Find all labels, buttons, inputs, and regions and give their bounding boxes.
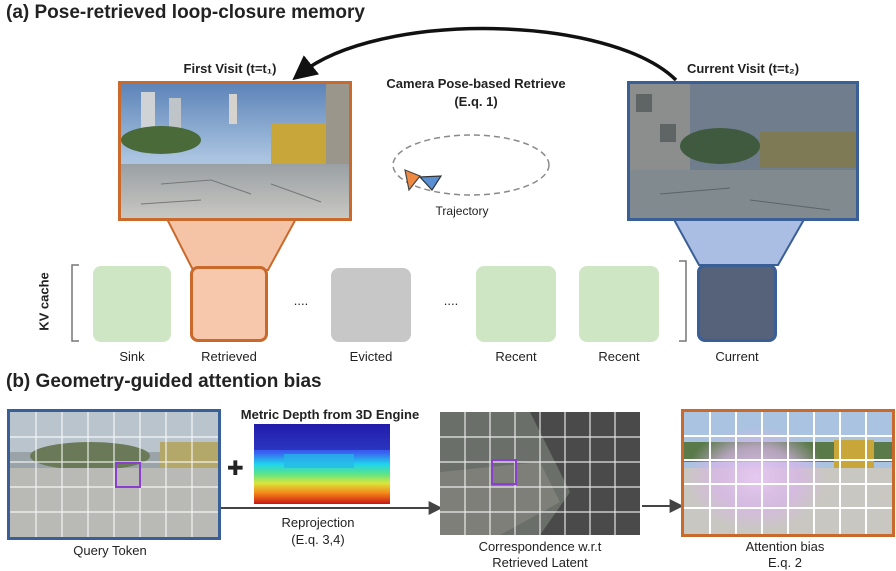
slot-label-evicted: Evicted [349,349,393,364]
first-visit-image [118,81,352,221]
correspondence-image [440,412,640,535]
plus-icon: ✚ [227,456,244,480]
slot-label-retrieved: Retrieved [201,349,257,364]
ellipsis-1: .... [293,293,309,308]
attention-bias-label-line2: E.q. 2 [768,555,802,570]
cache-slot-sink [93,266,171,342]
slot-label-recent-1: Recent [495,349,537,364]
reprojection-label-line2: (E.q. 3,4) [291,532,345,547]
depth-map-image [254,424,390,504]
ellipsis-2: .... [443,293,459,308]
depth-title: Metric Depth from 3D Engine [240,407,420,422]
cache-slot-recent-2 [579,266,659,342]
query-token-image [7,409,221,540]
correspondence-label-line2: Retrieved Latent [492,555,588,570]
cache-slot-evicted [331,268,411,342]
cache-slot-current [697,264,777,342]
slot-label-sink: Sink [119,349,145,364]
retrieve-label-line2: (E.q. 1) [454,94,498,109]
section-a-title: (a) Pose-retrieved loop-closure memory [6,2,365,23]
cache-slot-retrieved [190,266,268,342]
current-visit-label: Current Visit (t=t₂) [686,61,800,76]
correspondence-label-line1: Correspondence w.r.t [478,539,602,554]
attention-bias-label-line1: Attention bias [745,539,825,554]
first-visit-label: First Visit (t=t₁) [183,61,277,76]
query-token-label: Query Token [73,543,147,558]
trajectory-label: Trajectory [435,204,489,218]
reprojection-label-line1: Reprojection [281,515,355,530]
attention-bias-image [681,409,895,537]
retrieve-label-line1: Camera Pose-based Retrieve [386,76,566,91]
current-visit-image [627,81,859,221]
section-b-title: (b) Geometry-guided attention bias [6,371,322,392]
slot-label-current: Current [715,349,759,364]
slot-label-recent-2: Recent [598,349,640,364]
cache-slot-recent-1 [476,266,556,342]
kv-cache-label: KV cache [36,272,52,331]
